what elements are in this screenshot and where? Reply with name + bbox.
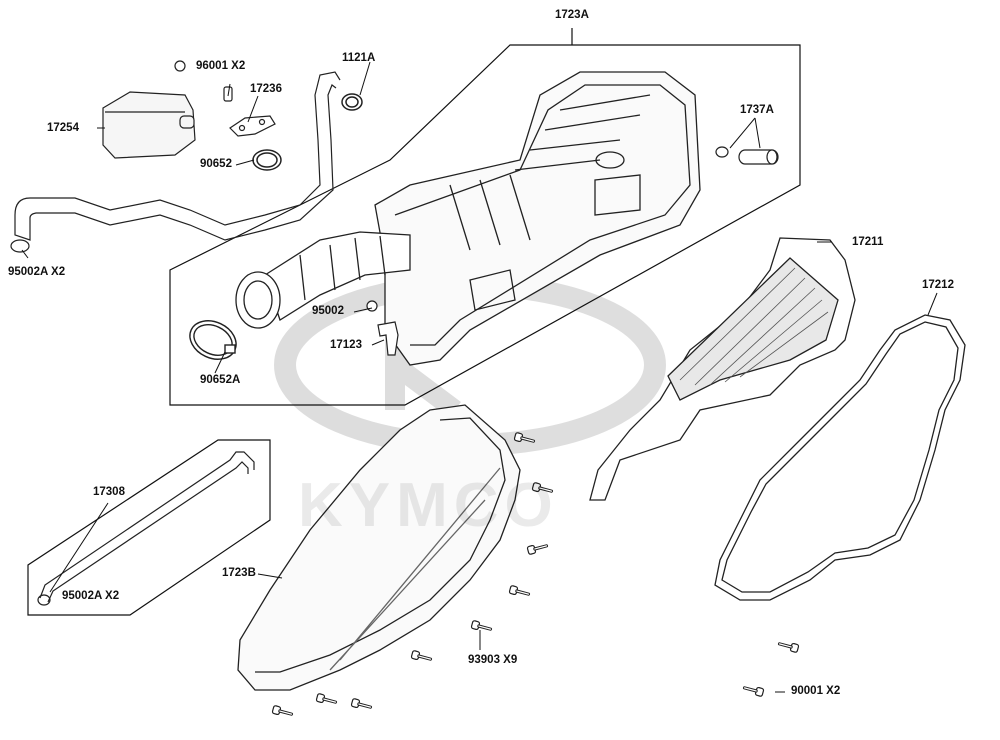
bracket-17236 bbox=[229, 115, 276, 137]
part-label-1723A: 1723A bbox=[555, 9, 589, 21]
part-label-95002A-bottom: 95002A X2 bbox=[62, 590, 120, 602]
part-label-17308: 17308 bbox=[93, 486, 125, 498]
air-filter-element bbox=[589, 237, 856, 501]
part-label-96001: 96001 X2 bbox=[196, 60, 246, 72]
breather-hose bbox=[14, 71, 341, 241]
part-label-90652: 90652 bbox=[200, 158, 232, 170]
part-label-17123: 17123 bbox=[330, 339, 362, 351]
clamp-90652A bbox=[189, 320, 237, 360]
group-outline-17308 bbox=[27, 439, 271, 616]
air-box-case bbox=[374, 71, 701, 366]
drain-plug-1737A bbox=[715, 146, 779, 165]
part-label-90001: 90001 X2 bbox=[791, 685, 841, 697]
gasket-17212 bbox=[714, 314, 966, 601]
part-label-1723B: 1723B bbox=[222, 567, 256, 579]
part-label-17212: 17212 bbox=[922, 279, 954, 291]
drain-nipple-17123 bbox=[366, 300, 399, 356]
group-outline-1723A bbox=[169, 28, 801, 406]
leader-lines bbox=[21, 61, 938, 693]
part-label-95002: 95002 bbox=[312, 305, 344, 317]
part-label-17236: 17236 bbox=[250, 83, 282, 95]
resonator-box bbox=[102, 91, 196, 159]
part-label-90652A: 90652A bbox=[200, 374, 241, 386]
intake-duct bbox=[235, 231, 411, 329]
watermark-brand-text: KYMCO bbox=[298, 471, 559, 540]
air-box-cover-1723B bbox=[237, 404, 521, 691]
drain-tube-17308 bbox=[37, 451, 255, 606]
part-label-17254: 17254 bbox=[47, 122, 79, 134]
part-label-1121A: 1121A bbox=[342, 52, 376, 64]
part-label-95002A-top: 95002A X2 bbox=[8, 266, 66, 278]
part-label-1737A: 1737A bbox=[740, 104, 774, 116]
clamp-95002A-top bbox=[10, 239, 30, 253]
clamp-1121A bbox=[341, 93, 363, 111]
clamp-90652 bbox=[252, 149, 282, 171]
part-label-93903: 93903 X9 bbox=[468, 654, 518, 666]
part-label-17211: 17211 bbox=[852, 236, 884, 248]
